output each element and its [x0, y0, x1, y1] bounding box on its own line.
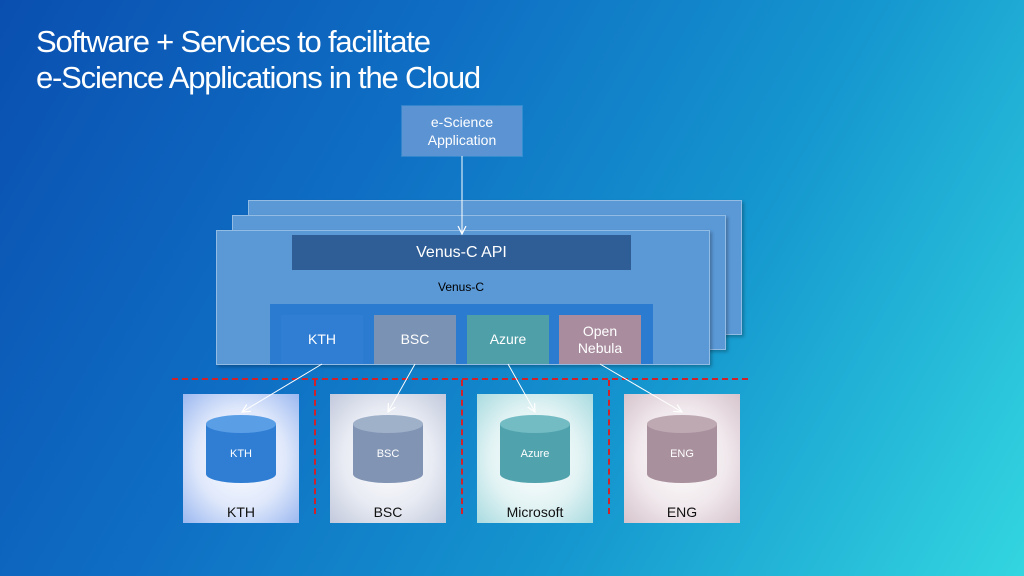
- provider-opennebula-line-1: Open: [582, 322, 618, 339]
- resource-label-microsoft: Microsoft: [506, 504, 564, 520]
- separator-vertical-2: [461, 380, 463, 514]
- resource-label-eng: ENG: [666, 504, 698, 520]
- resource-cell-kth: KTH KTH: [183, 394, 299, 523]
- database-label-eng: ENG: [670, 448, 694, 460]
- database-label-azure: Azure: [520, 448, 550, 460]
- e-science-application-box: e-Science Application: [402, 106, 522, 156]
- arrow-azure: [507, 363, 535, 412]
- resource-cell-microsoft: Azure Microsoft: [477, 394, 593, 523]
- app-box-line-2: Application: [427, 132, 497, 148]
- separator-vertical-3: [608, 380, 610, 514]
- resource-label-bsc: BSC: [373, 504, 403, 520]
- separator-horizontal: [172, 378, 748, 380]
- provider-opennebula-line-2: Nebula: [577, 339, 623, 356]
- title-line-2: e-Science Applications in the Cloud: [36, 60, 481, 95]
- title-line-1: Software + Services to facilitate: [36, 24, 431, 59]
- database-label-kth: KTH: [230, 448, 252, 460]
- resource-cell-eng: ENG ENG: [624, 394, 740, 523]
- slide-title: Software + Services to facilitate e-Scie…: [36, 24, 481, 96]
- app-box-line-1: e-Science: [430, 114, 494, 130]
- database-label-bsc: BSC: [376, 448, 400, 460]
- provider-opennebula: Open Nebula: [559, 315, 641, 364]
- provider-bsc-line-1: BSC: [400, 331, 430, 347]
- resource-label-kth: KTH: [227, 504, 255, 520]
- database-icon-azure: Azure: [498, 414, 572, 484]
- venus-c-api-box: Venus-C API: [292, 235, 631, 270]
- provider-bsc: BSC: [374, 315, 456, 364]
- arrow-kth: [242, 363, 323, 412]
- arrow-bsc: [388, 363, 416, 412]
- provider-azure: Azure: [467, 315, 549, 364]
- provider-azure-line-1: Azure: [489, 331, 527, 347]
- provider-kth-line-1: KTH: [308, 331, 336, 347]
- arrow-opennebula: [599, 363, 682, 412]
- resource-cell-bsc: BSC BSC: [330, 394, 446, 523]
- separator-vertical-1: [314, 380, 316, 514]
- database-icon-kth: KTH: [204, 414, 278, 484]
- database-icon-eng: ENG: [645, 414, 719, 484]
- provider-kth: KTH: [281, 315, 363, 364]
- database-icon-bsc: BSC: [351, 414, 425, 484]
- venus-c-label: Venus-C: [437, 280, 485, 294]
